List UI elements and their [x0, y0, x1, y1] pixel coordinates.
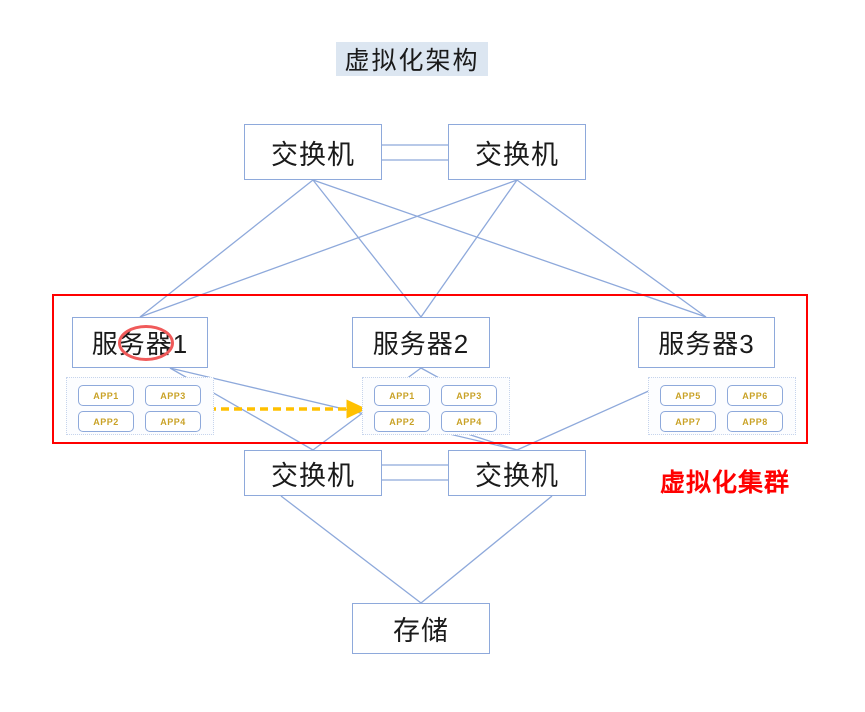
- app-box-server3-app8[interactable]: APP8: [727, 411, 783, 432]
- virtualization-cluster-label: 虚拟化集群: [660, 469, 791, 497]
- app-box-server1-app4[interactable]: APP4: [145, 411, 201, 432]
- app-box-server2-app4[interactable]: APP4: [441, 411, 497, 432]
- edge-switch-bl-storage: [280, 495, 422, 604]
- node-switch-bottom-right-label: 交换机: [475, 460, 559, 491]
- app-box-server1-app1[interactable]: APP1: [78, 385, 134, 406]
- node-switch-top-left[interactable]: 交换机: [244, 124, 382, 180]
- node-server2[interactable]: 服务器2: [352, 317, 490, 368]
- app-box-server1-app2[interactable]: APP2: [78, 411, 134, 432]
- node-storage-label: 存储: [393, 616, 449, 646]
- node-server3-label: 服务器3: [658, 329, 755, 359]
- app-box-server3-app6[interactable]: APP6: [727, 385, 783, 406]
- app-box-server3-app5[interactable]: APP5: [660, 385, 716, 406]
- app-box-server2-app2[interactable]: APP2: [374, 411, 430, 432]
- edge-switch-br-storage: [420, 495, 553, 604]
- app-box-server1-app3[interactable]: APP3: [145, 385, 201, 406]
- node-server1-label: 服务器1: [91, 329, 189, 359]
- node-switch-bottom-left[interactable]: 交换机: [244, 450, 382, 496]
- node-server3[interactable]: 服务器3: [638, 317, 775, 368]
- node-switch-top-left-label: 交换机: [271, 139, 355, 170]
- app-box-server2-app1[interactable]: APP1: [374, 385, 430, 406]
- app-box-server2-app3[interactable]: APP3: [441, 385, 497, 406]
- app-box-server3-app7[interactable]: APP7: [660, 411, 716, 432]
- node-server1[interactable]: 服务器1: [72, 317, 208, 368]
- node-switch-top-right[interactable]: 交换机: [448, 124, 586, 180]
- node-switch-bottom-left-label: 交换机: [271, 460, 355, 491]
- node-switch-bottom-right[interactable]: 交换机: [448, 450, 586, 496]
- page-title: 虚拟化架构: [336, 42, 488, 76]
- node-switch-top-right-label: 交换机: [475, 139, 559, 170]
- node-server2-label: 服务器2: [372, 329, 470, 359]
- node-storage[interactable]: 存储: [352, 603, 490, 654]
- page-title-text: 虚拟化架构: [344, 47, 480, 75]
